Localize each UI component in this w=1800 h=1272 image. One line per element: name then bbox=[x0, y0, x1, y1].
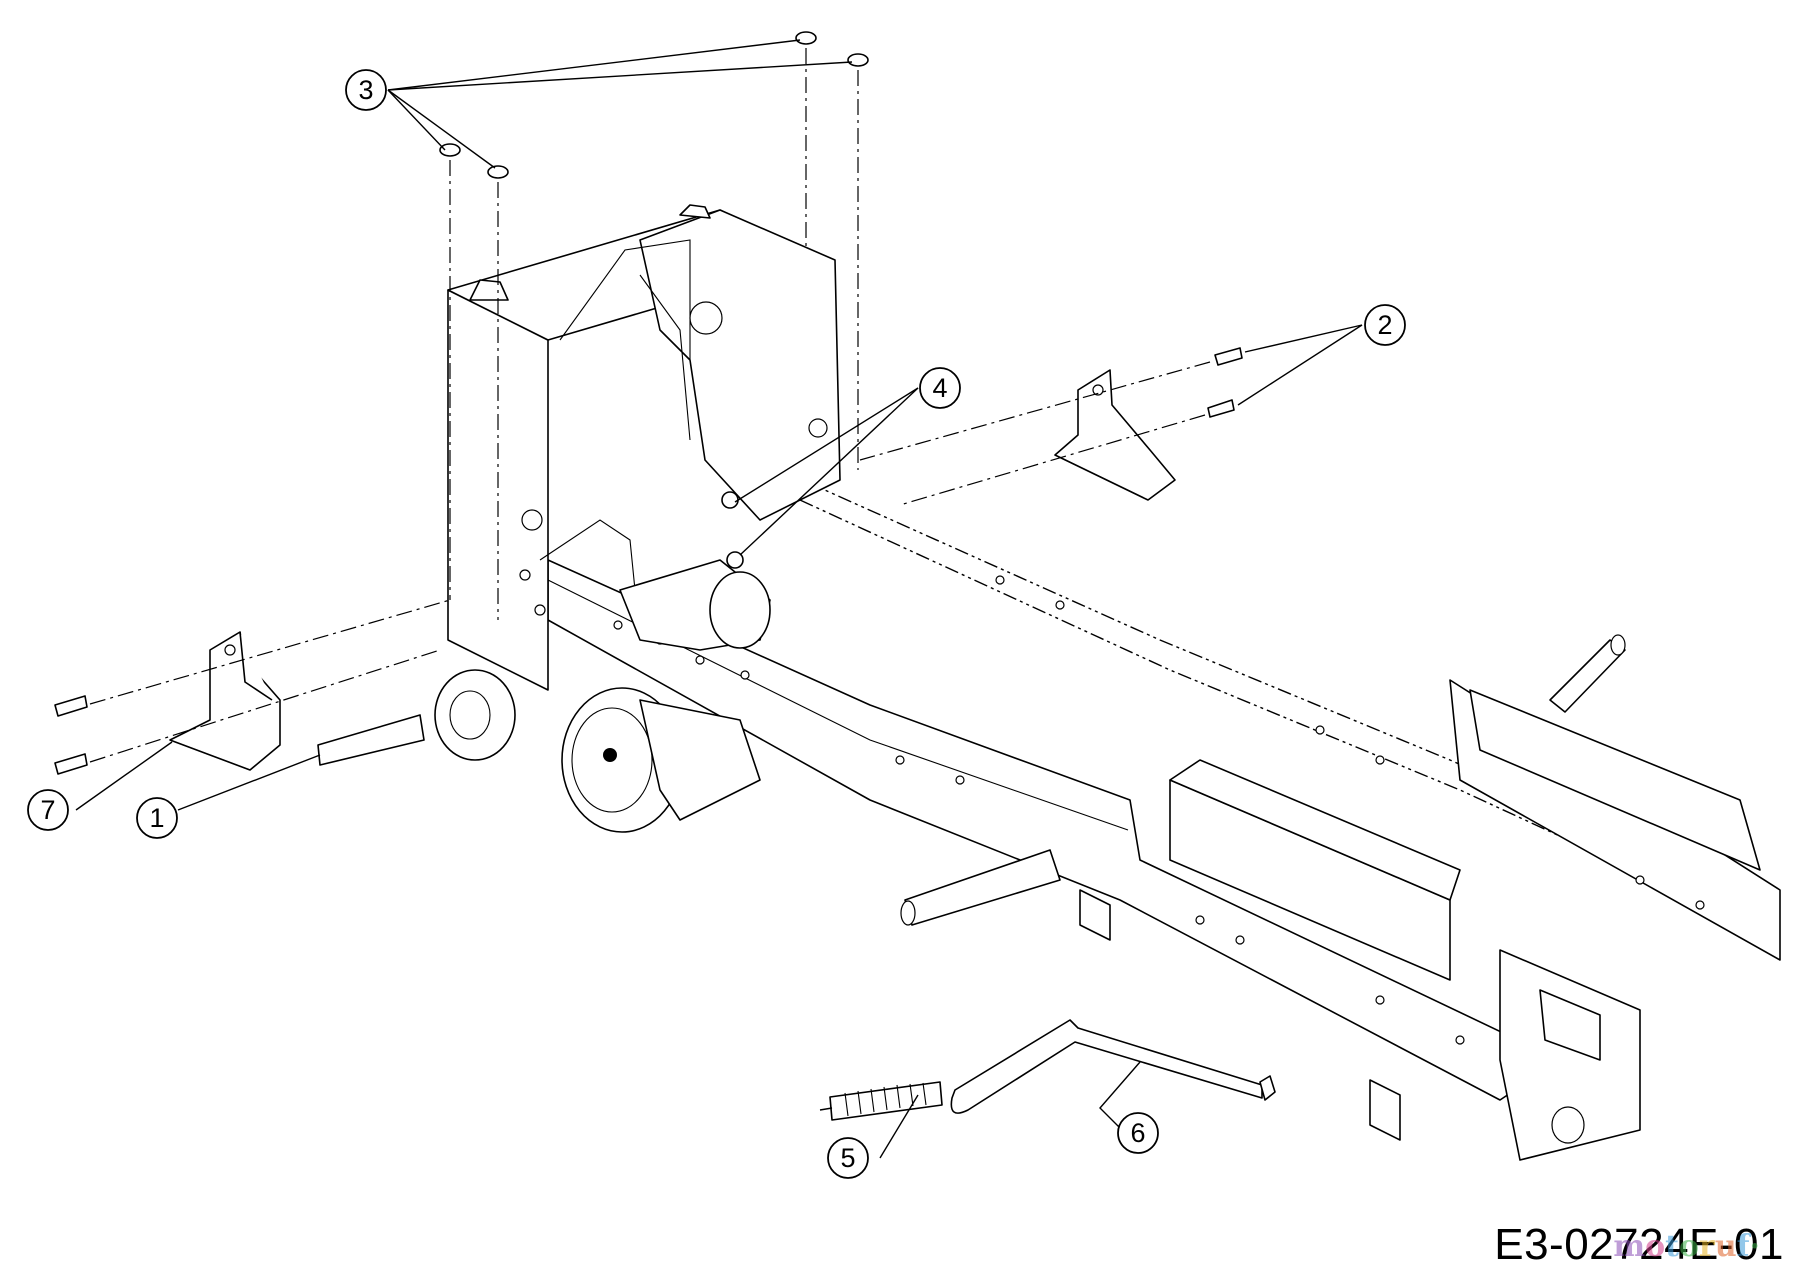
part-5-spring bbox=[819, 1081, 943, 1121]
callout-5: 5 bbox=[827, 1137, 869, 1179]
alignment-lines bbox=[89, 48, 1211, 763]
callout-3-label: 3 bbox=[358, 75, 373, 105]
front-box-frame bbox=[447, 204, 841, 691]
callout-4: 4 bbox=[919, 367, 961, 409]
drawing-code: E3-02724E-01 bbox=[1494, 1220, 1784, 1269]
part-6-rod bbox=[950, 1019, 1276, 1114]
chassis-frame bbox=[547, 469, 1781, 1161]
callout-1: 1 bbox=[136, 797, 178, 839]
callout-3: 3 bbox=[345, 69, 387, 111]
part-2-bracket bbox=[1054, 369, 1176, 501]
callout-5-label: 5 bbox=[840, 1143, 855, 1173]
drive-assembly bbox=[317, 559, 771, 833]
callout-2-label: 2 bbox=[1377, 310, 1392, 340]
part-7-bracket bbox=[169, 631, 281, 771]
callout-7: 7 bbox=[27, 789, 69, 831]
callout-7-label: 7 bbox=[40, 795, 55, 825]
callout-4-label: 4 bbox=[932, 373, 947, 403]
callout-2: 2 bbox=[1364, 304, 1406, 346]
watermark-logo: motoruf· bbox=[1613, 1229, 1760, 1264]
callout-6: 6 bbox=[1117, 1112, 1159, 1154]
callout-6-label: 6 bbox=[1130, 1118, 1145, 1148]
callout-1-label: 1 bbox=[149, 803, 164, 833]
fasteners bbox=[54, 31, 1243, 775]
leader-lines bbox=[75, 39, 1363, 1159]
